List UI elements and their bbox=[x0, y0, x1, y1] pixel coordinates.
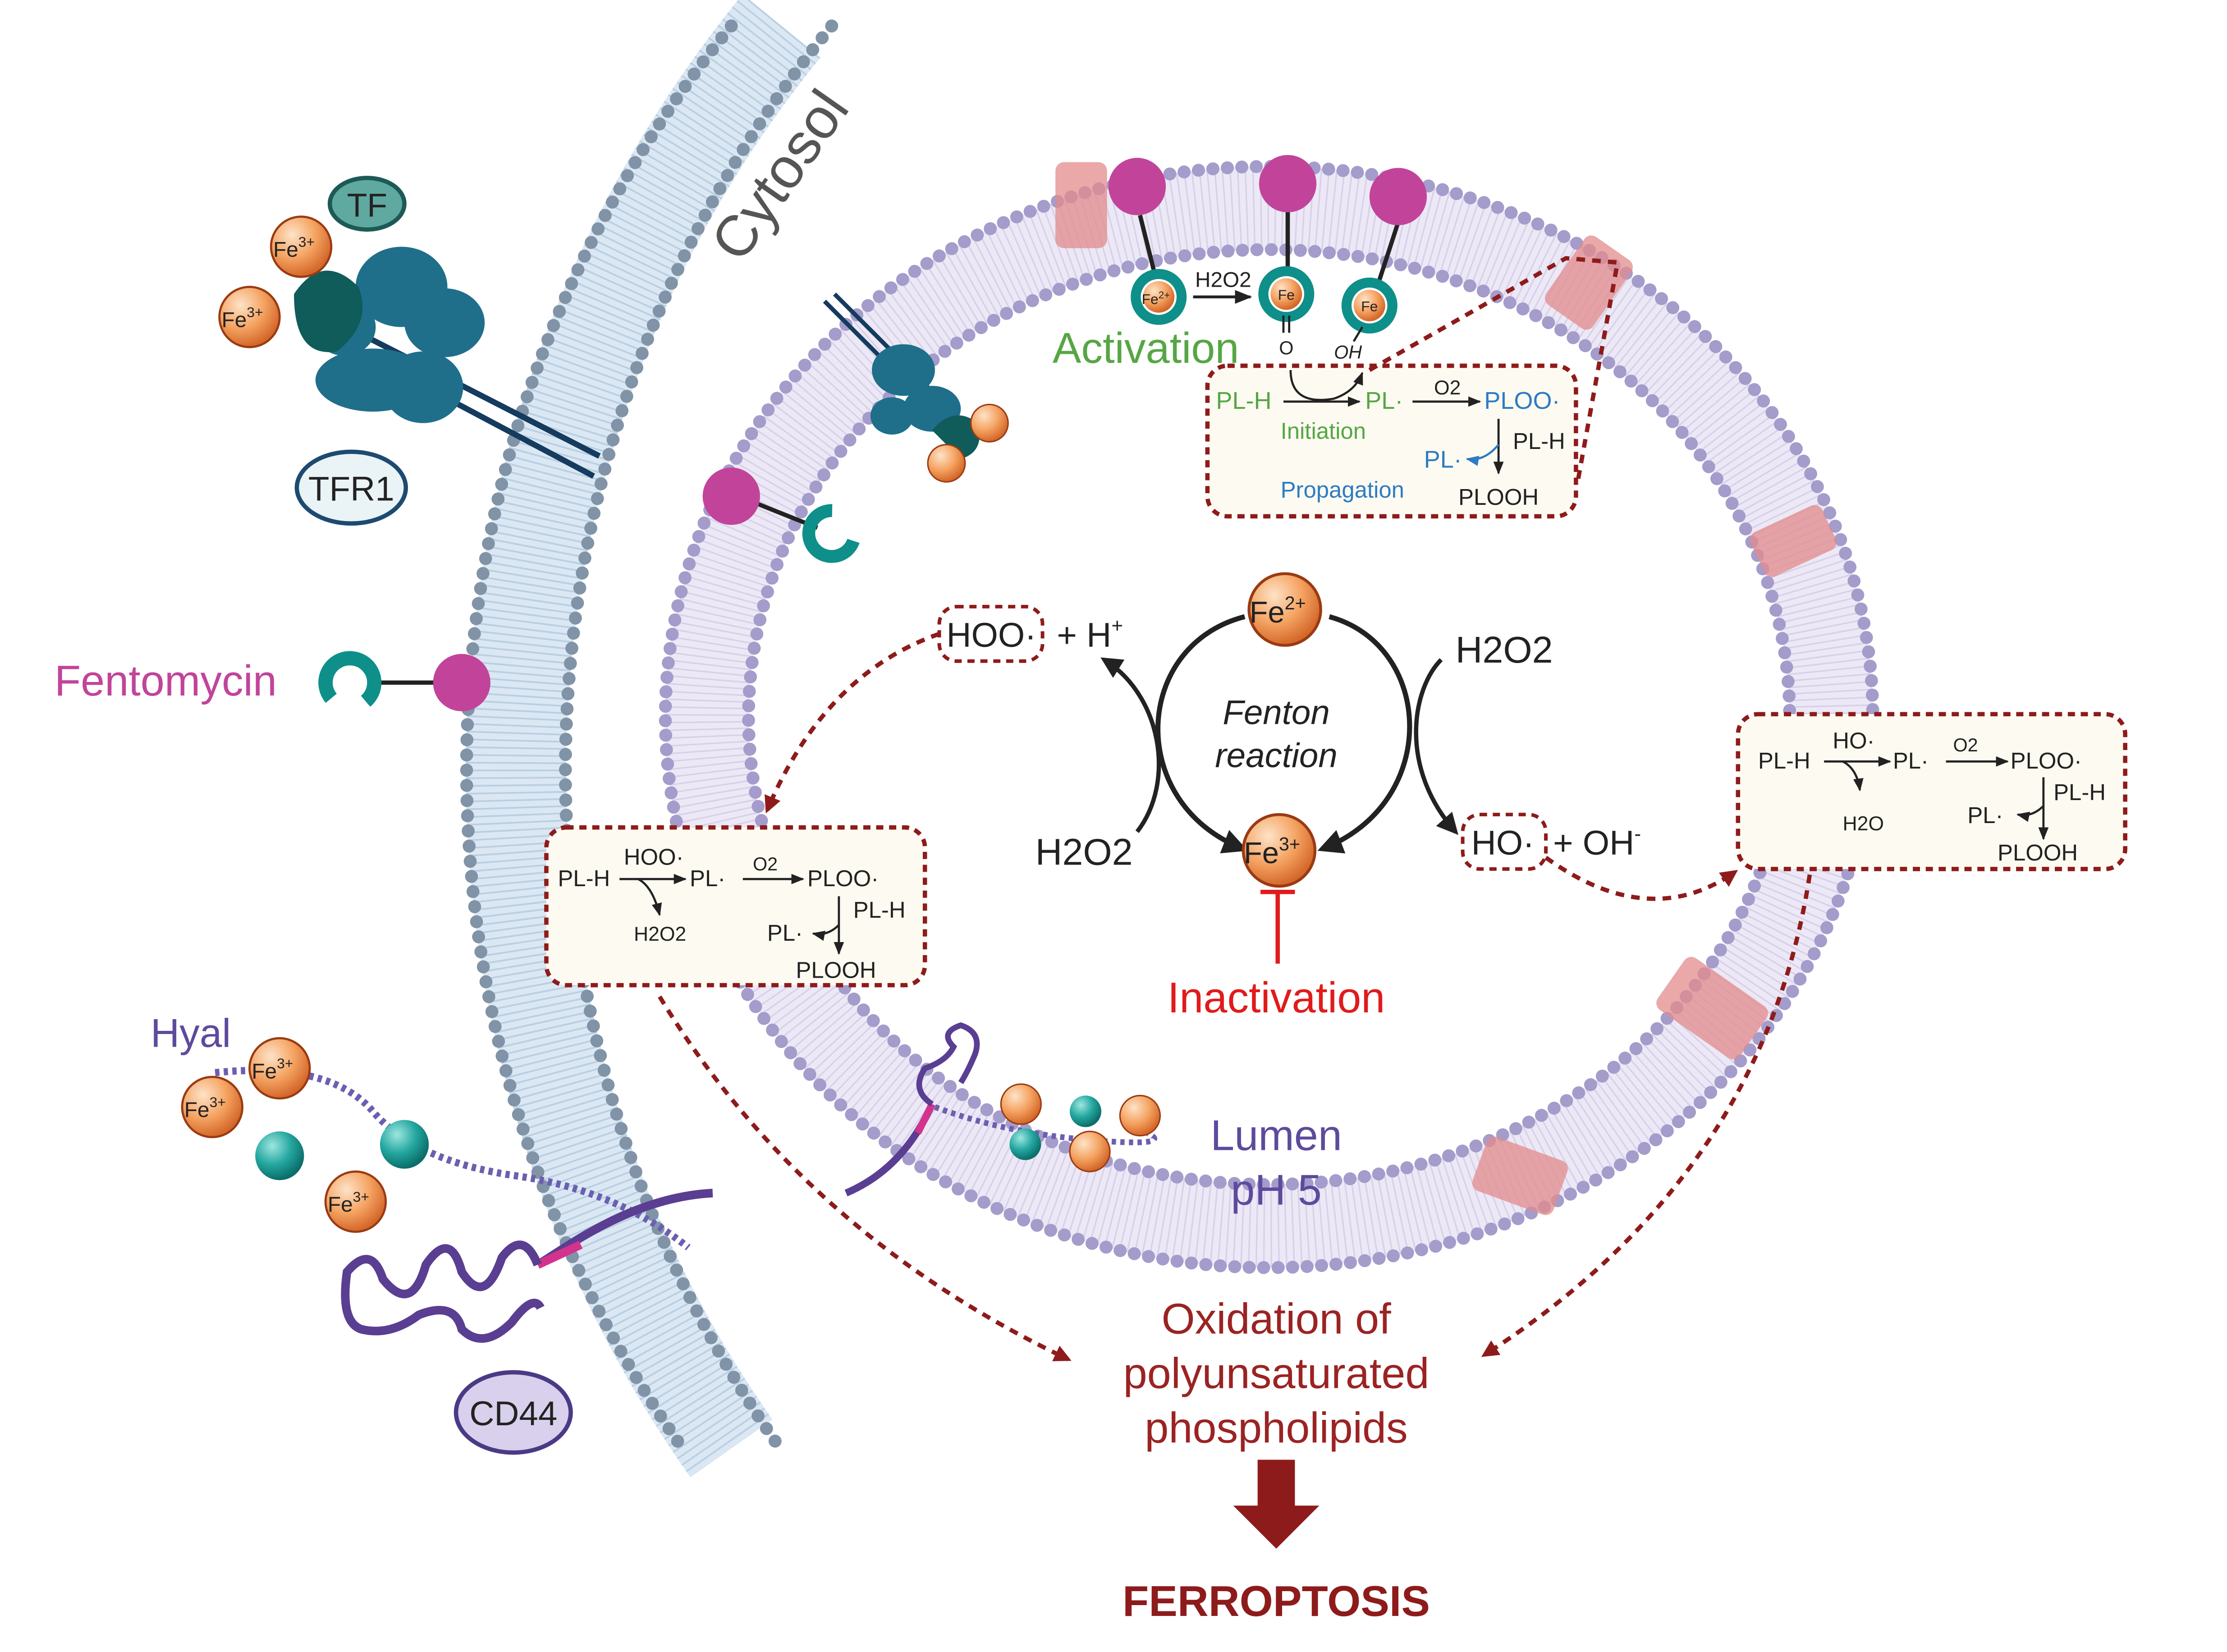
svg-text:Fe2+: Fe2+ bbox=[1142, 289, 1170, 307]
dashed-arrow bbox=[1481, 874, 1812, 1357]
svg-text:PL-H: PL-H bbox=[853, 897, 906, 923]
svg-text:PL·: PL· bbox=[1967, 802, 2003, 828]
tf-text: TF bbox=[347, 187, 387, 224]
oxidation-label-3: phospholipids bbox=[1145, 1404, 1407, 1452]
svg-text:O: O bbox=[1279, 338, 1293, 358]
svg-text:Propagation: Propagation bbox=[1281, 477, 1404, 503]
svg-text:PL-H: PL-H bbox=[1216, 387, 1271, 414]
svg-text:+ OH-: + OH- bbox=[1553, 823, 1641, 862]
svg-text:PLOOH: PLOOH bbox=[1998, 840, 2078, 865]
svg-text:PL·: PL· bbox=[690, 865, 725, 891]
hyal-label: Hyal bbox=[151, 1010, 231, 1055]
svg-text:H2O: H2O bbox=[1843, 813, 1884, 835]
svg-text:PLOOH: PLOOH bbox=[796, 957, 876, 983]
dashed-arrow bbox=[1544, 856, 1738, 901]
reaction-box-left: HOO· PL-H PL· O2 PLOO· H2O2 PL-H PL· PLO… bbox=[544, 825, 927, 988]
svg-text:PL·: PL· bbox=[1893, 748, 1929, 773]
teal-bead bbox=[255, 1131, 304, 1181]
svg-text:PLOO·: PLOO· bbox=[1484, 387, 1560, 414]
oxidation-label-2: polyunsaturated bbox=[1123, 1350, 1430, 1397]
inactivation-label: Inactivation bbox=[1168, 974, 1385, 1022]
fe3-ion: Fe3+ bbox=[248, 1037, 311, 1100]
internalized-receptor bbox=[823, 292, 1009, 483]
svg-text:Initiation: Initiation bbox=[1281, 418, 1366, 444]
hoo-product: HOO· bbox=[946, 616, 1036, 654]
reaction-box-top: PL-H PL· O2 PLOO· Initiation PL-H PL· Pr… bbox=[1205, 363, 1578, 519]
svg-text:Fe: Fe bbox=[1361, 298, 1378, 315]
fe3-ion: Fe3+ bbox=[218, 286, 281, 348]
svg-text:HOO·: HOO· bbox=[624, 844, 684, 869]
activation-scheme: Fe2+ Fe Fe H2O2 O OH bbox=[1108, 155, 1427, 363]
ferroptosis-label: FERROPTOSIS bbox=[1123, 1578, 1430, 1625]
fe3-ion: Fe3+ bbox=[324, 1170, 387, 1233]
tfr1-text: TFR1 bbox=[308, 470, 394, 508]
svg-text:Fe3+: Fe3+ bbox=[328, 1189, 369, 1217]
h2o2-left: H2O2 bbox=[1036, 831, 1133, 873]
dashed-link bbox=[1368, 256, 1620, 484]
svg-text:PL-H: PL-H bbox=[558, 865, 610, 891]
svg-text:PL·: PL· bbox=[1365, 387, 1403, 414]
svg-text:HO·: HO· bbox=[1833, 728, 1874, 754]
svg-text:Fe2+: Fe2+ bbox=[1250, 593, 1306, 629]
fenton-label-1: Fenton bbox=[1223, 694, 1330, 732]
svg-text:PL-H: PL-H bbox=[1758, 748, 1810, 773]
svg-text:O2: O2 bbox=[1953, 735, 1978, 755]
svg-text:PLOOH: PLOOH bbox=[1458, 484, 1539, 510]
reaction-box-right: HO· PL-H PL· O2 PLOO· H2O PL-H PL· PLOOH bbox=[1736, 712, 2127, 871]
svg-text:H2O2: H2O2 bbox=[634, 923, 686, 945]
svg-text:Fe: Fe bbox=[1278, 287, 1295, 303]
fe2-ion bbox=[1247, 572, 1322, 647]
activation-label: Activation bbox=[1053, 325, 1239, 372]
svg-text:Fe3+: Fe3+ bbox=[184, 1094, 226, 1122]
fentomycin-label: Fentomycin bbox=[55, 657, 277, 705]
dashed-arrow bbox=[658, 995, 1072, 1362]
svg-text:PL-H: PL-H bbox=[1513, 428, 1565, 454]
dashed-arrow bbox=[765, 632, 940, 814]
svg-text:PL-H: PL-H bbox=[2053, 779, 2106, 805]
tf-label: TF bbox=[327, 175, 407, 232]
fentomycin-conjugate bbox=[318, 651, 490, 714]
svg-text:O2: O2 bbox=[753, 854, 778, 874]
svg-text:+ H+: + H+ bbox=[1057, 615, 1123, 654]
tfr1-label: TFR1 bbox=[294, 449, 408, 526]
cd44-label: CD44 bbox=[454, 1370, 573, 1455]
h2o2-right: H2O2 bbox=[1456, 629, 1553, 671]
oxidation-label-1: Oxidation of bbox=[1161, 1295, 1391, 1343]
svg-text:PLOO·: PLOO· bbox=[2011, 748, 2082, 773]
lumen-complex bbox=[844, 1022, 1161, 1197]
svg-text:PLOO·: PLOO· bbox=[807, 865, 879, 891]
fe3-ion: Fe3+ bbox=[181, 1075, 243, 1139]
svg-text:PL·: PL· bbox=[1424, 446, 1462, 473]
cd44-receptor bbox=[341, 1189, 713, 1343]
svg-text:Fe3+: Fe3+ bbox=[222, 304, 263, 332]
fe3-ion bbox=[1242, 813, 1317, 888]
transferrin-receptor bbox=[294, 247, 601, 479]
lysosomal-fentomycin bbox=[702, 467, 861, 563]
cell-membrane bbox=[460, 0, 839, 1478]
ph-label: pH 5 bbox=[1231, 1166, 1322, 1214]
oxidized-patches bbox=[1055, 162, 1837, 1215]
svg-text:OH: OH bbox=[1334, 342, 1362, 363]
teal-bead bbox=[380, 1120, 429, 1169]
ho-product: HO· bbox=[1471, 824, 1535, 862]
svg-text:Fe3+: Fe3+ bbox=[1244, 834, 1300, 870]
svg-text:Fe3+: Fe3+ bbox=[252, 1055, 293, 1083]
fenton-cycle: Fe2+ Fe3+ Fenton reaction H2O2 H2O2 HOO·… bbox=[937, 572, 1641, 964]
svg-text:O2: O2 bbox=[1434, 377, 1461, 399]
cd44-text: CD44 bbox=[469, 1395, 557, 1433]
activation-h2o2: H2O2 bbox=[1195, 268, 1251, 292]
down-arrow bbox=[1233, 1460, 1320, 1549]
lumen-label: Lumen bbox=[1210, 1112, 1342, 1159]
fe3-ion: Fe3+ bbox=[270, 215, 333, 278]
svg-text:Fe3+: Fe3+ bbox=[273, 233, 315, 261]
fenton-label-2: reaction bbox=[1215, 737, 1338, 775]
hyaluronic-chain bbox=[215, 1066, 691, 1250]
svg-text:PL·: PL· bbox=[767, 920, 803, 946]
